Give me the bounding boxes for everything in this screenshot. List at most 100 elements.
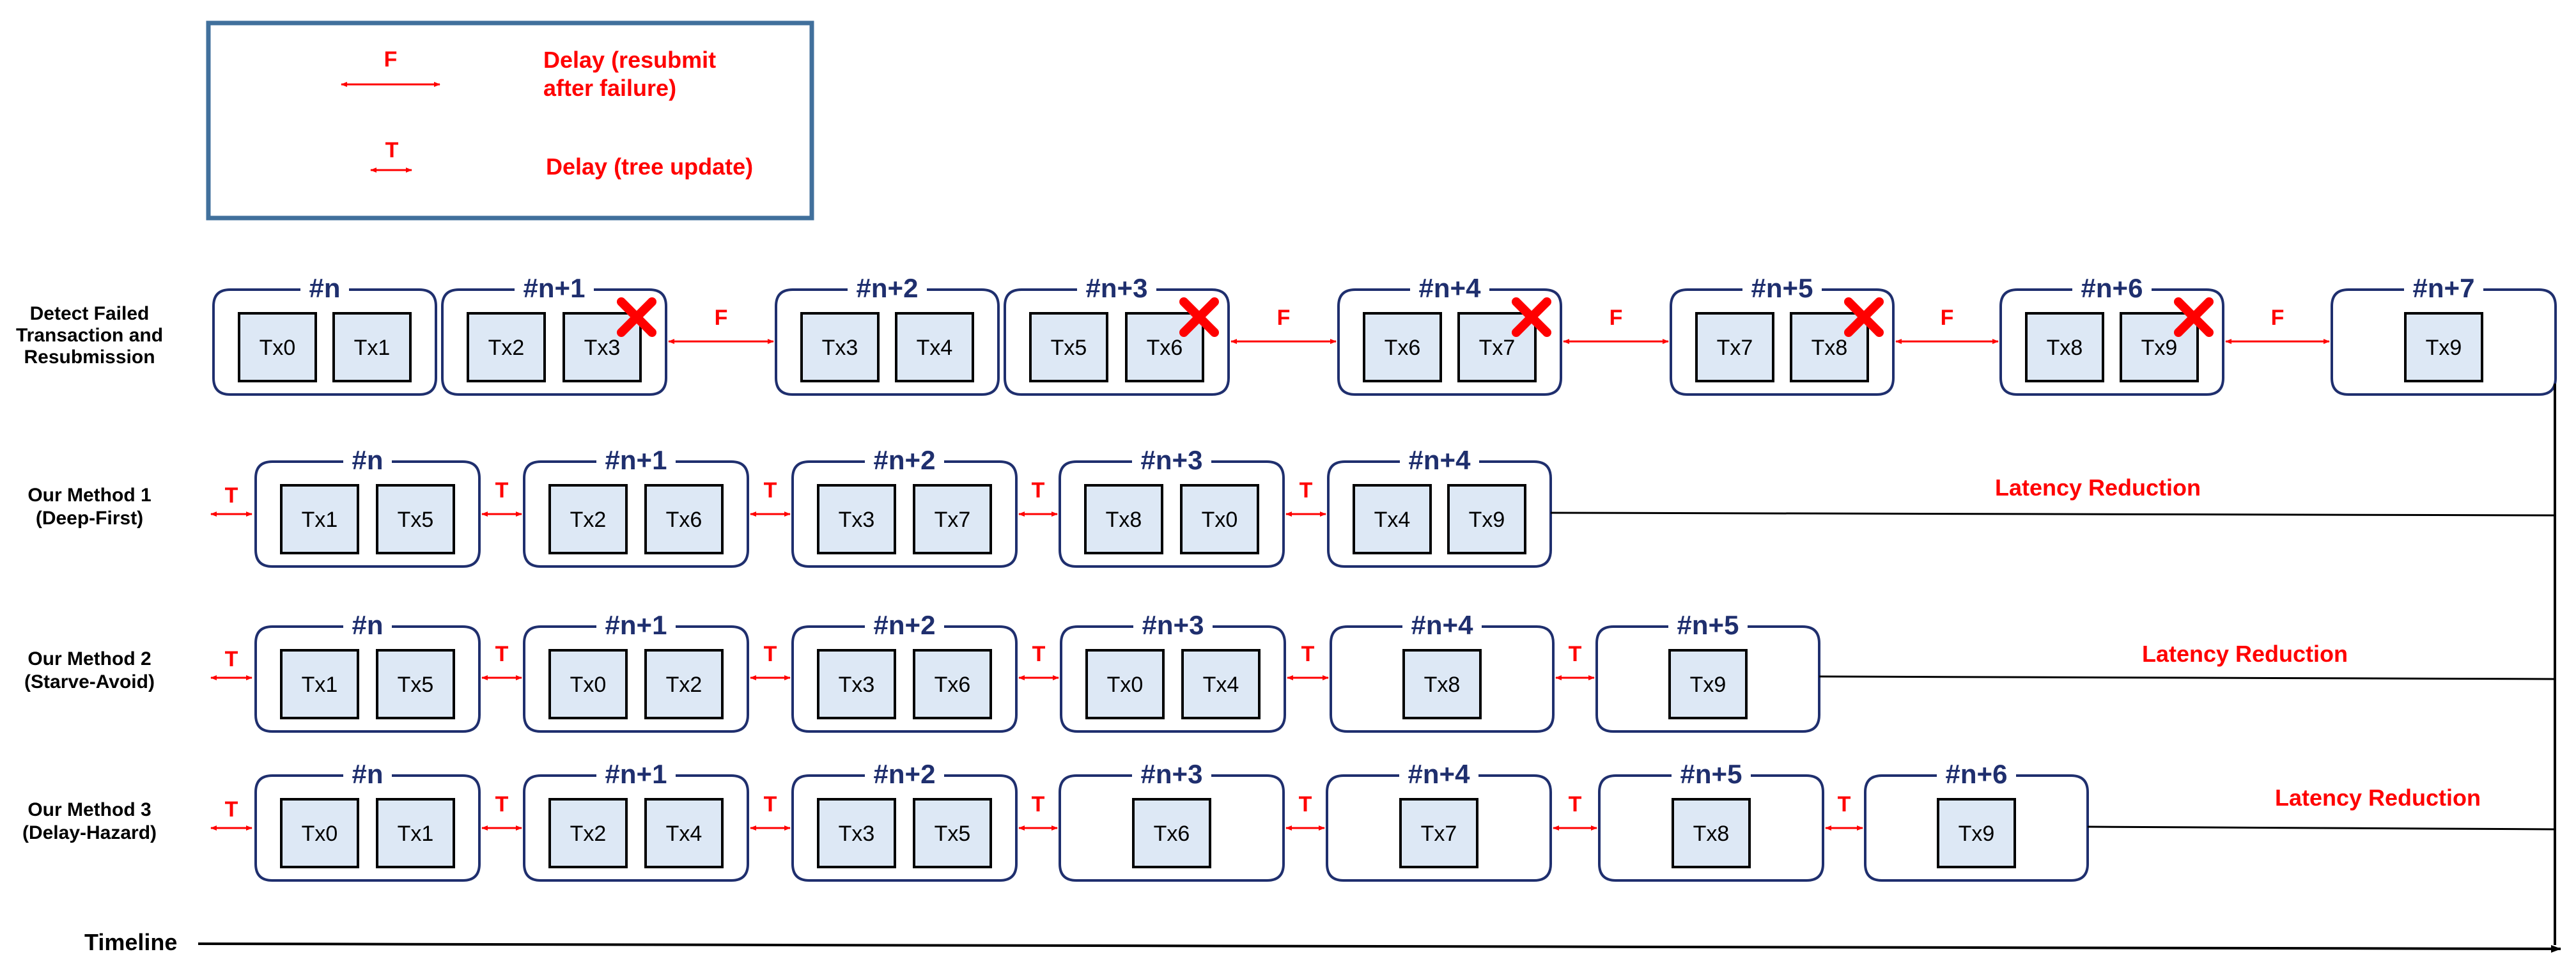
block-title: #n+3 bbox=[1142, 610, 1204, 640]
tx-box bbox=[817, 649, 896, 719]
tx-box bbox=[548, 484, 628, 554]
tx-label: Tx9 bbox=[1469, 508, 1505, 532]
tx-box bbox=[1447, 484, 1526, 554]
tx-label: Tx9 bbox=[2426, 336, 2462, 360]
timeline-label: Timeline bbox=[84, 929, 177, 955]
legend-f-marker: F bbox=[384, 47, 398, 72]
tx-label: Tx3 bbox=[822, 336, 858, 360]
tx-label: Tx1 bbox=[354, 336, 391, 360]
block-outline bbox=[1999, 288, 2224, 396]
legend-f-text-line1: Delay (resubmit bbox=[543, 47, 716, 73]
block-title: #n+4 bbox=[1409, 445, 1471, 475]
tx-label: Tx4 bbox=[666, 822, 702, 846]
tx-box bbox=[1085, 649, 1165, 719]
block-outline bbox=[254, 625, 481, 733]
block-outline bbox=[1327, 460, 1552, 568]
block-title: #n+5 bbox=[1677, 610, 1739, 640]
block-outline bbox=[1670, 288, 1895, 396]
block-outline bbox=[523, 460, 749, 568]
block-title: #n+2 bbox=[857, 273, 919, 303]
tx-label: Tx6 bbox=[1154, 822, 1190, 846]
block-title: #n+1 bbox=[605, 445, 667, 475]
legend-t-text: Delay (tree update) bbox=[546, 153, 753, 180]
tx-box bbox=[2025, 312, 2104, 382]
delay-label: F bbox=[1277, 306, 1291, 330]
red-x-stroke bbox=[1844, 297, 1884, 337]
tx-label: Tx5 bbox=[398, 673, 434, 697]
delay-label: T bbox=[764, 478, 777, 503]
tx-label: Tx4 bbox=[917, 336, 953, 360]
tx-box bbox=[376, 798, 455, 868]
block-title: #n+6 bbox=[1946, 759, 2008, 789]
tx-box bbox=[913, 798, 992, 868]
tx-label: Tx4 bbox=[1374, 508, 1411, 532]
tx-box bbox=[280, 649, 359, 719]
red-x-icon bbox=[1179, 297, 1219, 337]
tx-label: Tx7 bbox=[1479, 336, 1516, 360]
block-title: #n+1 bbox=[605, 610, 667, 640]
tx-box bbox=[1132, 798, 1211, 868]
delay-label: T bbox=[764, 642, 777, 666]
tx-label: Tx6 bbox=[666, 508, 702, 532]
block-title: #n+5 bbox=[1751, 273, 1813, 303]
latency-reduction-label: Latency Reduction bbox=[2275, 785, 2481, 811]
tx-box bbox=[467, 312, 546, 382]
block-outline bbox=[791, 625, 1018, 733]
tx-box bbox=[376, 484, 455, 554]
tx-box bbox=[1937, 798, 2016, 868]
block-title: #n bbox=[352, 610, 383, 640]
latency-reduction-label: Latency Reduction bbox=[1995, 474, 2201, 501]
block-title: #n+5 bbox=[1680, 759, 1742, 789]
red-x-stroke bbox=[617, 297, 656, 337]
block-outline bbox=[791, 774, 1018, 882]
delay-label: T bbox=[1569, 792, 1582, 817]
tx-label: Tx1 bbox=[302, 508, 338, 532]
tx-label: Tx2 bbox=[666, 673, 702, 697]
block-outline bbox=[254, 774, 481, 882]
tx-label: Tx5 bbox=[398, 508, 434, 532]
delay-label: T bbox=[1032, 478, 1045, 503]
row-label-line: Detect Failed bbox=[30, 303, 150, 324]
block-outline bbox=[441, 288, 667, 396]
tx-label: Tx0 bbox=[1202, 508, 1238, 532]
block-outline bbox=[775, 288, 1000, 396]
tx-box bbox=[280, 798, 359, 868]
block-outline bbox=[1059, 774, 1285, 882]
tx-box bbox=[548, 798, 628, 868]
tx-label: Tx7 bbox=[1421, 822, 1457, 846]
red-x-icon bbox=[2174, 297, 2214, 337]
block-title: #n+4 bbox=[1411, 610, 1474, 640]
red-x-stroke bbox=[1179, 297, 1219, 337]
latency-line bbox=[1819, 675, 2556, 680]
red-x-stroke bbox=[2174, 297, 2214, 337]
tx-label: Tx3 bbox=[839, 673, 875, 697]
timeline: Timeline bbox=[84, 384, 2561, 955]
block-title: #n+6 bbox=[2081, 273, 2143, 303]
tx-box bbox=[913, 484, 992, 554]
block-outline bbox=[212, 288, 437, 396]
legend-t-marker: T bbox=[385, 138, 399, 162]
tx-label: Tx6 bbox=[1147, 336, 1183, 360]
red-x-stroke bbox=[1512, 297, 1551, 337]
block-title: #n+4 bbox=[1419, 273, 1482, 303]
tx-label: Tx3 bbox=[839, 508, 875, 532]
block-title: #n bbox=[309, 273, 340, 303]
tx-box bbox=[2404, 312, 2483, 382]
legend: F Delay (resubmit after failure) T Delay… bbox=[206, 20, 814, 221]
